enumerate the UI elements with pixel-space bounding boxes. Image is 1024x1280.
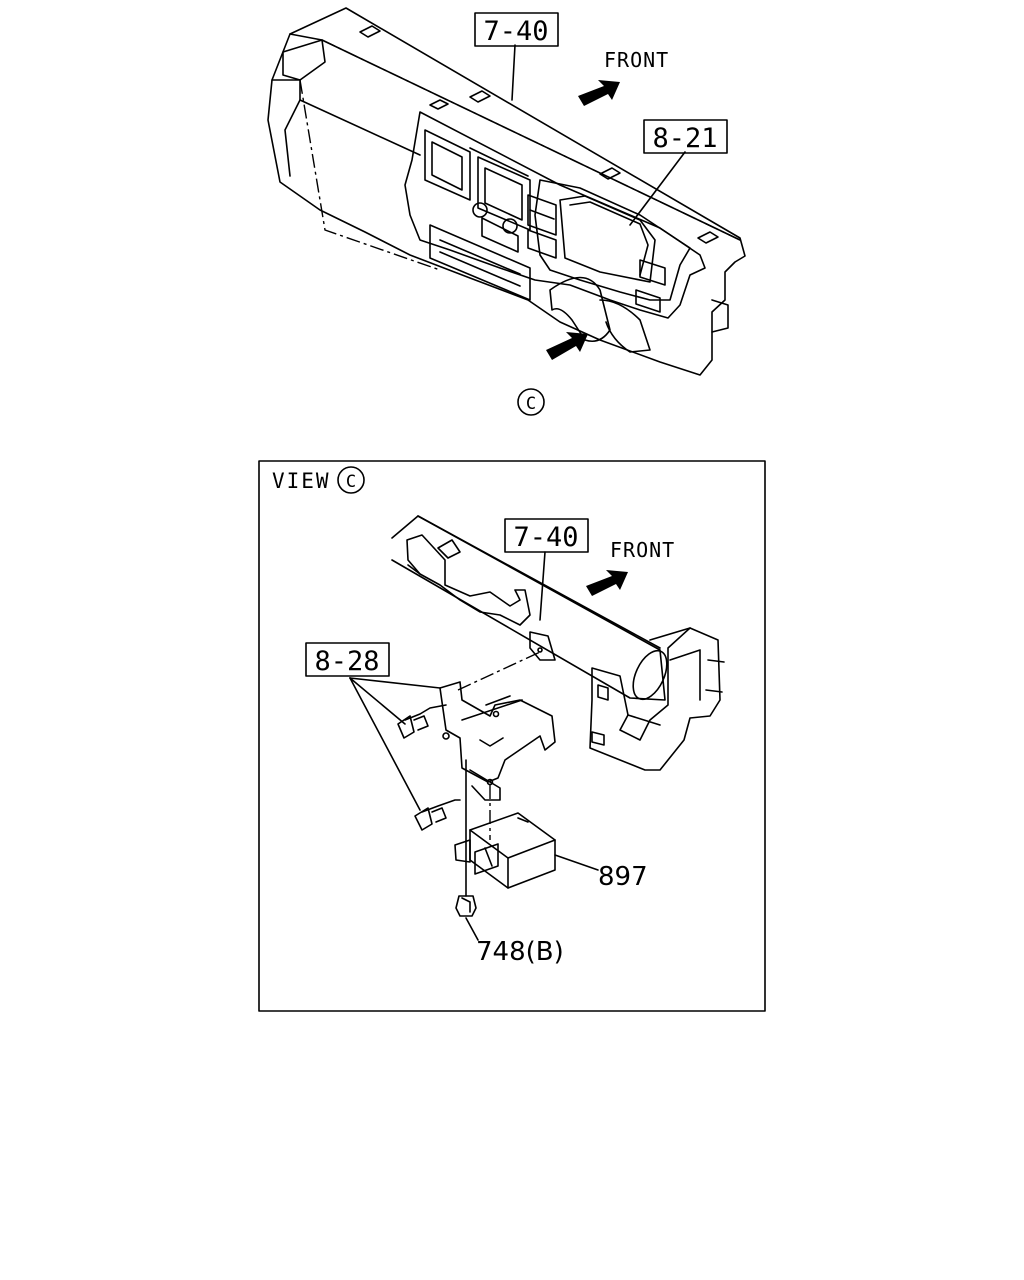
callout-box-7-40-top	[474, 12, 559, 47]
front-arrow-icon	[578, 80, 620, 106]
callout-box-8-28	[305, 642, 390, 677]
right-support-bracket	[589, 627, 725, 771]
cross-car-beam	[391, 515, 668, 701]
callout-box-7-40-detail	[504, 518, 589, 553]
view-marker-letter: C	[526, 394, 536, 414]
callout-box-8-21	[643, 119, 728, 154]
view-title: VIEW	[272, 469, 331, 493]
view-title-marker-letter: C	[346, 472, 356, 492]
control-unit-897	[454, 812, 556, 889]
callout-8-21: 8-21	[652, 123, 717, 154]
front-label-top: FRONT	[604, 48, 669, 72]
bolt-upper-icon	[397, 704, 447, 739]
front-label-detail: FRONT	[610, 538, 675, 562]
screw-748b-icon	[455, 759, 477, 917]
view-title-marker-circle	[337, 466, 365, 494]
callout-7-40-top: 7-40	[483, 16, 548, 47]
front-arrow-detail-icon	[586, 570, 628, 596]
bolt-lower-icon	[414, 799, 461, 831]
view-direction-arrow-icon	[546, 332, 588, 360]
callout-748b: 748(B)	[476, 937, 564, 967]
view-marker-circle	[517, 388, 545, 416]
mounting-bracket	[439, 681, 556, 801]
callout-897: 897	[598, 862, 648, 892]
dashboard-assembly	[267, 7, 746, 376]
view-c-frame	[258, 460, 766, 1012]
callout-7-40-detail: 7-40	[513, 522, 578, 553]
callout-8-28: 8-28	[314, 646, 379, 677]
